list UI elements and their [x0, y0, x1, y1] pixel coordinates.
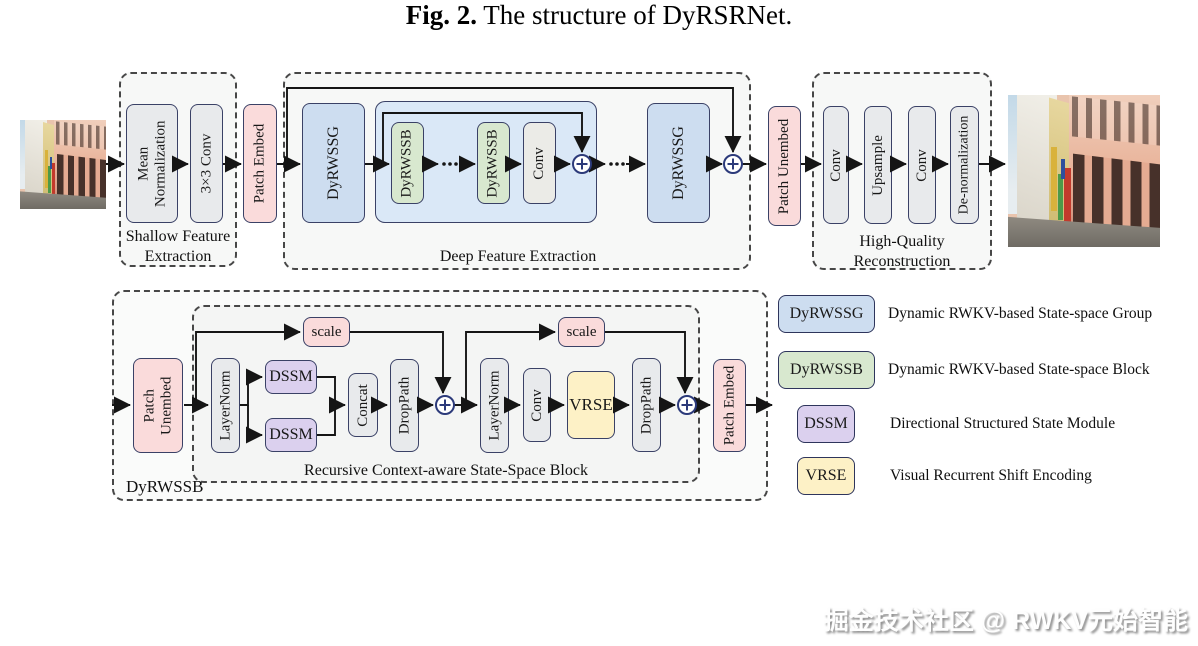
- block-3x3-conv: 3×3 Conv: [190, 104, 223, 223]
- legend-box-dyrwssg: DyRWSSG: [778, 295, 875, 333]
- group-label-hq: High-Quality Reconstruction: [853, 233, 951, 270]
- block-droppath-2: DropPath: [632, 358, 661, 452]
- block-hq-conv-2: Conv: [908, 106, 936, 224]
- block-dyrwssg-2: DyRWSSG: [647, 103, 710, 223]
- group-label-deep: Deep Feature Extraction: [439, 248, 597, 265]
- photo-doorways: [1073, 153, 1160, 235]
- block-conv-bottom: Conv: [523, 368, 551, 442]
- block-dssm-1: DSSM: [265, 360, 317, 394]
- output-image: [1008, 95, 1160, 247]
- photo-blue-door: [1061, 158, 1066, 179]
- block-scale-2: scale: [558, 317, 605, 347]
- figure-caption: Fig. 2. The structure of DyRSRNet.: [0, 0, 1198, 31]
- legend-box-dyrwssb: DyRWSSB: [778, 351, 875, 389]
- input-image: [20, 120, 106, 209]
- block-concat: Concat: [348, 373, 378, 437]
- group-label-dyrwssb: DyRWSSB: [126, 477, 204, 496]
- block-layernorm-1: LayerNorm: [211, 358, 240, 453]
- legend-desc-vrse: Visual Recurrent Shift Encoding: [890, 467, 1092, 484]
- caption-figure-number: Fig. 2.: [405, 0, 478, 30]
- block-patch-unembed-top: Patch Unembed: [768, 106, 801, 226]
- group-recursive-context-block: [192, 305, 700, 483]
- block-hq-conv-1: Conv: [823, 106, 849, 224]
- block-patch-embed-top: Patch Embed: [243, 104, 277, 223]
- photo-blue-door: [50, 157, 53, 169]
- photo-green-door: [1058, 174, 1064, 220]
- legend-desc-dyrwssg: Dynamic RWKV-based State-space Group: [888, 305, 1153, 322]
- photo-red-door: [51, 162, 56, 195]
- block-scale-1: scale: [303, 317, 350, 347]
- block-layernorm-2: LayerNorm: [480, 358, 509, 453]
- legend-box-vrse: VRSE: [797, 457, 855, 495]
- legend-box-dssm: DSSM: [797, 405, 855, 443]
- block-upsample: Upsample: [864, 106, 892, 224]
- legend-desc-dyrwssb: Dynamic RWKV-based State-space Block: [888, 361, 1150, 378]
- photo-doorways: [56, 154, 106, 202]
- block-patch-unembed-bottom: Patch Unembed: [133, 358, 183, 453]
- block-dyrwssb-2: DyRWSSB: [477, 122, 510, 204]
- block-conv-deep: Conv: [523, 122, 556, 204]
- block-patch-embed-bottom: Patch Embed: [713, 359, 746, 452]
- photo-green-door: [48, 166, 52, 193]
- block-dyrwssg-1: DyRWSSG: [302, 103, 365, 223]
- block-vrse: VRSE: [567, 371, 615, 439]
- legend-desc-dssm: Directional Structured State Module: [890, 415, 1116, 432]
- block-dyrwssb-1: DyRWSSB: [391, 122, 424, 204]
- photo-red-door: [1064, 167, 1071, 223]
- photo-yellow-door: [1051, 146, 1058, 211]
- block-droppath-1: DropPath: [390, 359, 419, 452]
- caption-text: The structure of DyRSRNet.: [477, 0, 793, 30]
- block-mean-normalization: Mean Normalization: [126, 104, 178, 223]
- block-de-normalization: De-normalization: [950, 106, 979, 224]
- group-label-shallow: Shallow Feature Extraction: [125, 228, 231, 265]
- watermark-text: 掘金技术社区 @ RWKV元始智能: [823, 607, 1188, 635]
- photo-yellow-door: [44, 150, 48, 188]
- group-label-rcssb: Recursive Context-aware State-Space Bloc…: [304, 462, 588, 479]
- photo-windows: [56, 120, 106, 150]
- block-dssm-2: DSSM: [265, 418, 317, 452]
